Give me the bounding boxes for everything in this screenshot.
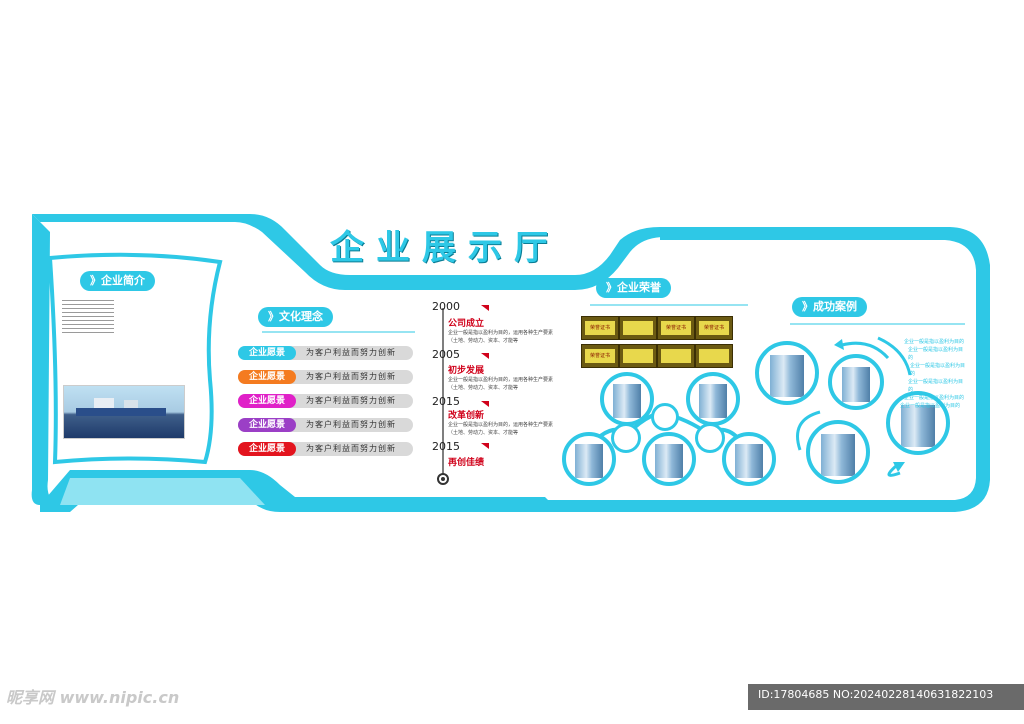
vision-row-label: 企业愿景 xyxy=(238,346,296,360)
certificate xyxy=(657,344,695,368)
vision-row-label: 企业愿景 xyxy=(238,394,296,408)
certificate-text: 荣誉证书 xyxy=(585,349,615,363)
case-list-item: 企业一般是指以盈利为目的 xyxy=(910,363,966,377)
certificate-text: 荣誉证书 xyxy=(585,321,615,335)
honor-logo-circle xyxy=(611,423,641,453)
certificate-text xyxy=(699,349,729,363)
watermark-site: 昵享网 www.nipic.cn xyxy=(6,688,180,707)
case-list-item: 企业一般是指以盈利为目的 xyxy=(900,403,961,409)
timeline-year: 2005 xyxy=(432,348,460,361)
watermark-id: ID:17804685 NO:20240228140631822103 xyxy=(758,688,994,701)
case-photo xyxy=(806,420,870,484)
certificate-text: 荣誉证书 xyxy=(661,321,691,335)
timeline-body: 企业一般是指以盈利为目的，运用各种生产要素（土地、劳动力、资本、才能等 xyxy=(448,330,554,344)
vision-row-text: 为客户利益而努力创新 xyxy=(306,444,396,453)
timeline-title: 初步发展 xyxy=(448,366,485,376)
timeline-year: 2000 xyxy=(432,300,460,313)
case-photo xyxy=(886,391,950,455)
case-arrow xyxy=(796,410,821,451)
bottom-band-light xyxy=(60,478,265,505)
honor-logo-circle xyxy=(651,403,679,431)
timeline-body: 企业一般是指以盈利为目的，运用各种生产要素（土地、劳动力、资本、才能等 xyxy=(448,422,554,436)
vision-row-text: 为客户利益而努力创新 xyxy=(306,420,396,429)
case-arrow xyxy=(887,464,901,477)
case-list-item: 企业一般是指以盈利为目的 xyxy=(908,379,964,393)
vision-row: 企业愿景 为客户利益而努力创新 xyxy=(238,346,413,360)
timeline-marker xyxy=(481,353,489,359)
honor-photo xyxy=(642,432,696,486)
timeline-marker xyxy=(481,305,489,311)
vision-row-label: 企业愿景 xyxy=(238,370,296,384)
certificate-text xyxy=(623,321,653,335)
honor-photo xyxy=(562,432,616,486)
intro-ship-photo xyxy=(63,385,185,439)
timeline-marker xyxy=(481,401,489,407)
honor-photo xyxy=(600,372,654,426)
certificate-text xyxy=(661,349,691,363)
case-list: 企业一般是指以盈利为目的 企业一般是指以盈利为目的 企业一般是指以盈利为目的 企… xyxy=(896,338,966,410)
vision-row: 企业愿景 为客户利益而努力创新 xyxy=(238,418,413,432)
vision-row-text: 为客户利益而努力创新 xyxy=(306,372,396,381)
certificate xyxy=(619,316,657,340)
intro-text-placeholder xyxy=(62,300,114,334)
timeline-year: 2015 xyxy=(432,440,460,453)
certificate xyxy=(619,344,657,368)
case-photo xyxy=(828,354,884,410)
case-list-item: 企业一般是指以盈利为目的 xyxy=(904,339,965,345)
timeline-body: 企业一般是指以盈利为目的，运用各种生产要素（土地、劳动力、资本、才能等 xyxy=(448,377,554,391)
honor-logo-circle xyxy=(695,423,725,453)
timeline-title: 再创佳绩 xyxy=(448,458,485,468)
case-arrow xyxy=(841,341,890,360)
timeline-title: 改革创新 xyxy=(448,411,485,421)
timeline-year: 2015 xyxy=(432,395,460,408)
vision-row: 企业愿景 为客户利益而努力创新 xyxy=(238,370,413,384)
case-list-item: 企业一般是指以盈利为目的 xyxy=(908,347,964,361)
page-title: 企业展示厅 xyxy=(330,228,560,268)
case-arrow-head xyxy=(893,462,905,472)
timeline-title: 公司成立 xyxy=(448,319,485,329)
case-arrow-head xyxy=(834,339,844,350)
vision-row-label: 企业愿景 xyxy=(238,418,296,432)
vision-row-label: 企业愿景 xyxy=(238,442,296,456)
section-culture-label: 》文化理念 xyxy=(258,307,333,327)
honor-photo xyxy=(686,372,740,426)
section-intro-label: 》企业简介 xyxy=(80,271,155,291)
honor-photo xyxy=(722,432,776,486)
certificate: 荣誉证书 xyxy=(581,316,619,340)
vision-row-text: 为客户利益而努力创新 xyxy=(306,396,396,405)
left-frame xyxy=(31,214,60,505)
top-band xyxy=(32,214,780,290)
vision-row: 企业愿景 为客户利益而努力创新 xyxy=(238,442,413,456)
vision-row: 企业愿景 为客户利益而努力创新 xyxy=(238,394,413,408)
case-photo xyxy=(755,341,819,405)
watermark-bar xyxy=(748,684,1024,710)
case-arrow xyxy=(877,336,912,376)
timeline-marker xyxy=(481,443,489,449)
certificate-text xyxy=(623,349,653,363)
certificate: 荣誉证书 xyxy=(695,316,733,340)
vision-row-text: 为客户利益而努力创新 xyxy=(306,348,396,357)
case-list-item: 企业一般是指以盈利为目的 xyxy=(904,395,965,401)
certificate-text: 荣誉证书 xyxy=(699,321,729,335)
section-honor-label: 》企业荣誉 xyxy=(596,278,671,298)
section-cases-label: 》成功案例 xyxy=(792,297,867,317)
certificate xyxy=(695,344,733,368)
certificate: 荣誉证书 xyxy=(581,344,619,368)
certificate: 荣誉证书 xyxy=(657,316,695,340)
